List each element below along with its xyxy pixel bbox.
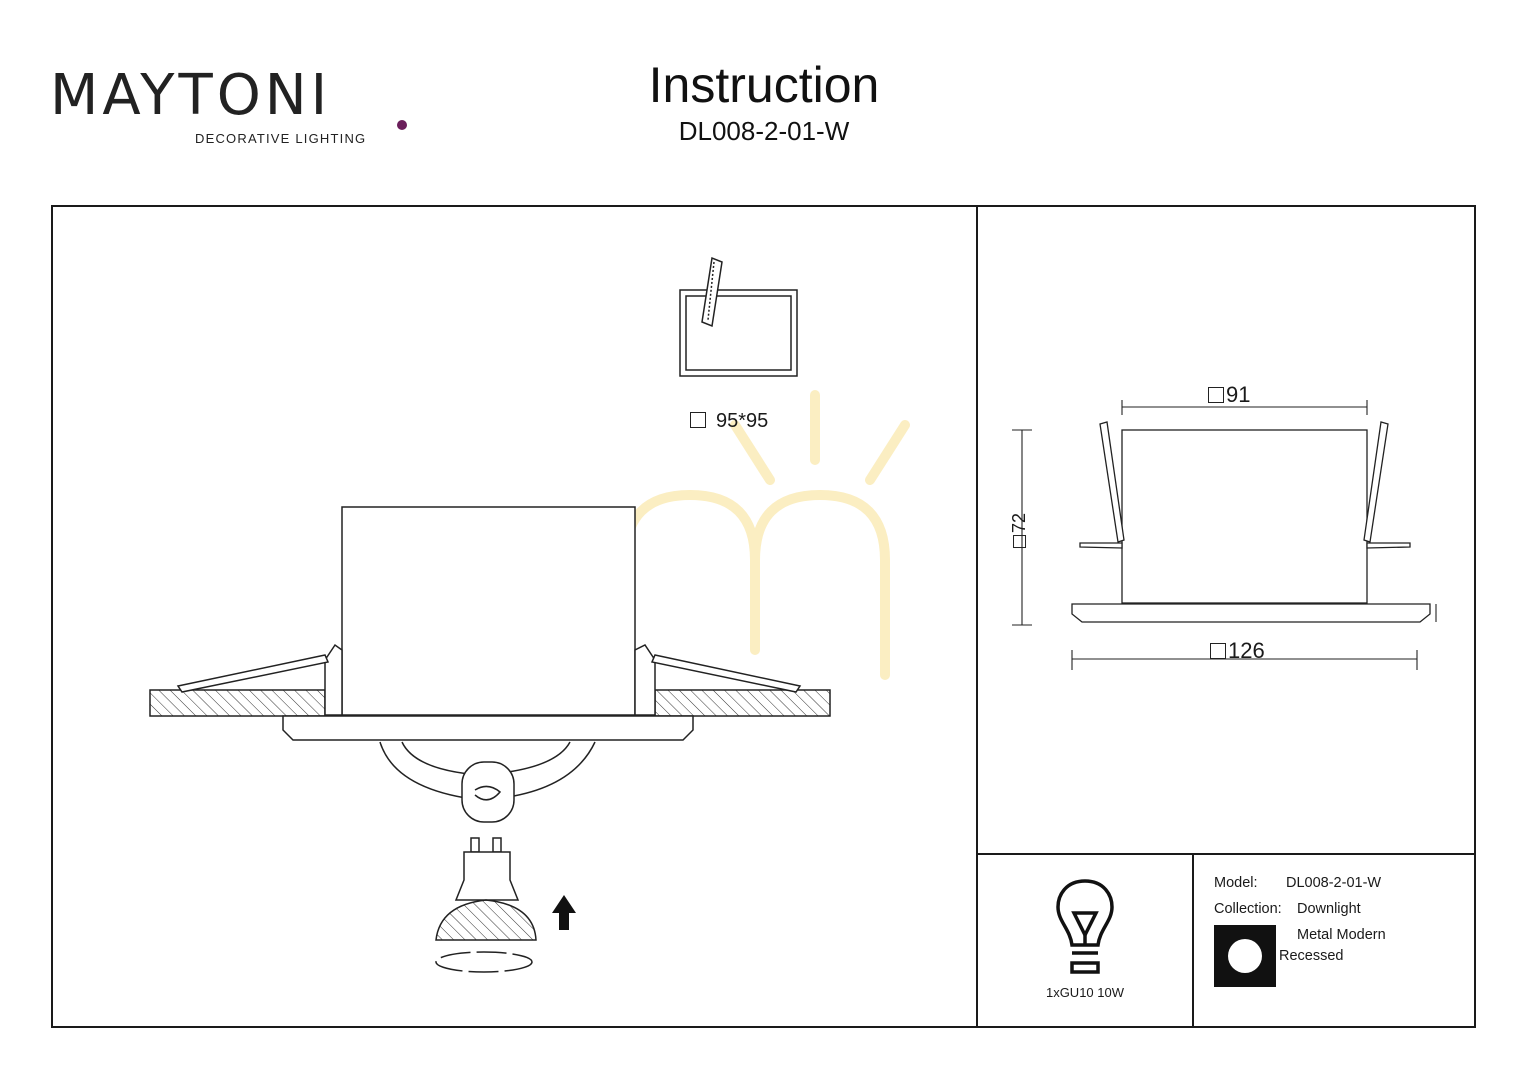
luminaire-body (176, 506, 802, 823)
cutout-size-value: 95*95 (716, 410, 769, 432)
collection-label: Collection: (1214, 901, 1282, 917)
square-symbol-icon (1210, 643, 1226, 659)
insert-arrow-icon (552, 895, 576, 930)
ceiling-left (149, 689, 326, 717)
square-symbol-icon (1208, 387, 1224, 403)
bulb-icon (1056, 879, 1114, 974)
watermark-logo (620, 390, 910, 680)
dimension-width-top-value: 91 (1226, 382, 1251, 407)
cutout-size-label: 95*95 (690, 410, 768, 433)
dimension-height-value: 72 (1009, 512, 1030, 534)
dimension-height: 72 (1009, 512, 1030, 549)
recessed-type-icon-dot (1228, 939, 1262, 973)
frame-divider-vertical (976, 205, 978, 1028)
frame-divider-horizontal (976, 853, 1476, 855)
dimension-drawing (1012, 400, 1437, 670)
page-title: Instruction (648, 57, 880, 113)
brand-logo-dot (397, 120, 407, 130)
square-symbol-icon (690, 412, 706, 428)
installation-drawing (149, 256, 910, 973)
spec-divider (1192, 853, 1194, 1028)
dimension-width-bottom-value: 126 (1228, 638, 1265, 663)
brand-logo: MAYTONI DECORATIVE LIGHTING (50, 58, 407, 148)
gu10-bulb (435, 837, 537, 973)
square-symbol-icon (1013, 535, 1027, 549)
brand-tagline: DECORATIVE LIGHTING (195, 131, 367, 146)
type-value: Recessed (1279, 948, 1344, 964)
collection-value: Downlight (1297, 901, 1361, 917)
dimension-lines (1012, 400, 1437, 670)
model-code-heading: DL008-2-01-W (678, 116, 850, 146)
cutout-sketch (679, 256, 798, 377)
lamp-spec: 1xGU10 10W (1045, 985, 1125, 1000)
brand-name: MAYTONI (50, 63, 332, 128)
model-value: DL008-2-01-W (1286, 875, 1382, 891)
recessed-type-icon (1214, 925, 1276, 987)
drawing-frame (51, 205, 1476, 1028)
model-label: Model: (1214, 875, 1258, 891)
ceiling-right (654, 689, 831, 717)
dimension-width-bottom: 126 (1210, 638, 1265, 664)
style-value: Metal Modern (1297, 927, 1386, 943)
dimension-width-top: 91 (1208, 382, 1250, 408)
